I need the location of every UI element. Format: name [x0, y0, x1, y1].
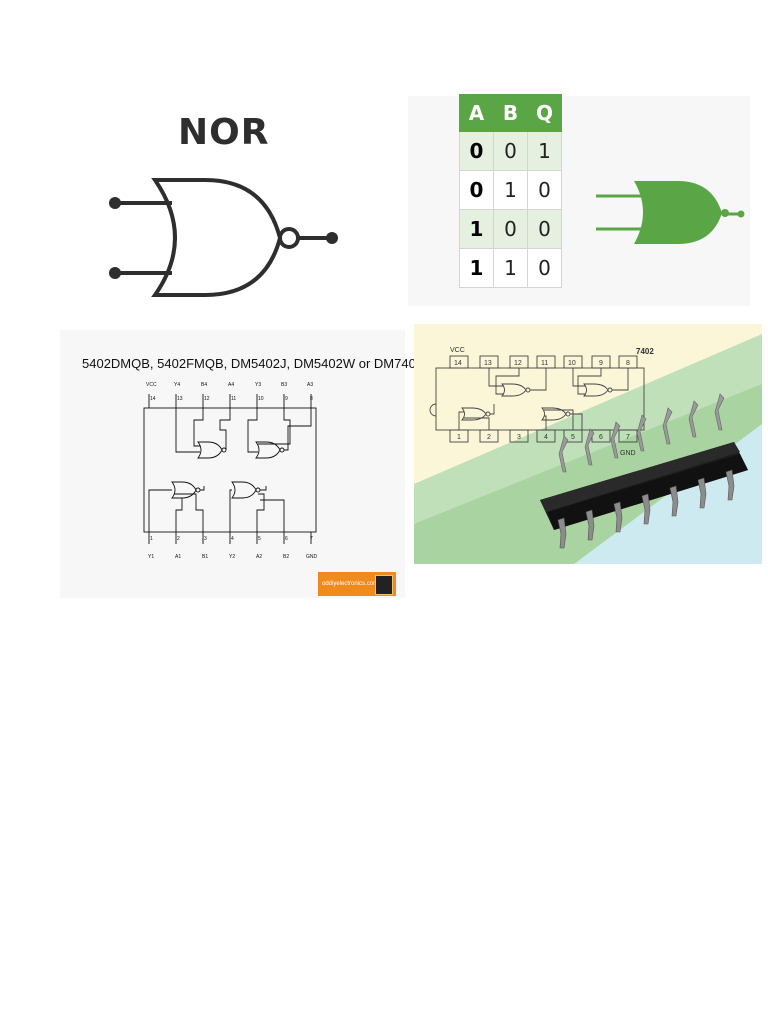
truth-table-row: 1 0 0 — [459, 209, 562, 249]
pin-number: 6 — [599, 434, 603, 441]
pin-label: A1 — [175, 554, 181, 560]
pin-number: 13 — [484, 360, 492, 367]
cell-a: 0 — [459, 170, 494, 210]
pinout-panel — [60, 330, 405, 598]
cell-b: 1 — [493, 170, 528, 210]
cell-a: 1 — [459, 248, 494, 288]
pin-label: B3 — [281, 382, 287, 388]
pin-number: 11 — [231, 396, 236, 402]
pin-number: 9 — [599, 360, 603, 367]
input-a-dot — [109, 197, 121, 209]
pin-number: 7 — [310, 536, 313, 542]
output-dot — [326, 232, 338, 244]
pin-label: A4 — [228, 382, 234, 388]
nor-title: NOR — [178, 112, 270, 153]
pin-number: 2 — [487, 434, 491, 441]
part-label: 7402 — [636, 347, 654, 356]
dip-chip — [540, 393, 748, 549]
nor-gate-symbol — [109, 178, 338, 297]
pin-label: Y4 — [174, 382, 180, 388]
pin-number: 5 — [571, 434, 575, 441]
pin-label: B2 — [283, 554, 289, 560]
gate-2 — [231, 481, 257, 499]
pinout-diagram: 14 13 12 11 10 9 8 VCC Y4 B4 A4 Y3 B3 A3… — [143, 382, 318, 560]
pin-number: 2 — [177, 536, 180, 542]
cell-q: 0 — [527, 170, 562, 210]
pin-label: A2 — [256, 554, 262, 560]
pin-number: 8 — [310, 396, 313, 402]
ic-7402-illustration: VCC 7402 GND 14 13 12 11 10 9 8 1 2 3 4 … — [414, 324, 762, 564]
pin-number: 5 — [258, 536, 261, 542]
pin-number: 13 — [177, 396, 183, 402]
pin-label: B1 — [202, 554, 208, 560]
truth-table-row: 0 1 0 — [459, 170, 562, 210]
pin-label: Y3 — [255, 382, 261, 388]
vcc-label: VCC — [450, 347, 465, 354]
gnd-label: GND — [620, 450, 636, 457]
badge-text: oddiyelectronics.com — [322, 581, 379, 587]
pin-number: 7 — [626, 434, 630, 441]
pinout-caption: 5402DMQB, 5402FMQB, DM5402J, DM5402W or … — [82, 356, 433, 371]
cell-a: 0 — [459, 131, 494, 171]
cell-q: 1 — [527, 131, 562, 171]
truth-table-row: 0 0 1 — [459, 131, 562, 171]
green-nor-gate-icon — [596, 181, 745, 244]
truth-table-row: 1 1 0 — [459, 248, 562, 288]
pin-number: 9 — [285, 396, 288, 402]
pin-number: 12 — [514, 360, 522, 367]
pin-label: A3 — [307, 382, 313, 388]
pin-number: 1 — [150, 536, 153, 542]
gate-4 — [197, 441, 223, 459]
pin-number: 10 — [258, 396, 264, 402]
pin-number: 14 — [150, 396, 156, 402]
cell-a: 1 — [459, 209, 494, 249]
cell-q: 0 — [527, 209, 562, 249]
truth-table-header-row: A B Q — [459, 94, 562, 132]
header-q: Q — [527, 94, 562, 132]
pin-number: 3 — [517, 434, 521, 441]
pin-label: VCC — [146, 382, 157, 388]
pin-label: B4 — [201, 382, 207, 388]
watermark-badge: oddiyelectronics.com — [318, 572, 396, 596]
gate-1 — [171, 481, 197, 499]
pin-number: 6 — [285, 536, 288, 542]
pin-number: 12 — [204, 396, 210, 402]
truth-table: A B Q 0 0 1 0 1 0 1 0 0 1 1 0 — [459, 94, 562, 288]
pin-number: 10 — [568, 360, 576, 367]
pin-number: 11 — [541, 360, 548, 367]
nor-gate-body — [151, 178, 283, 297]
pin-number: 8 — [626, 360, 630, 367]
pin-label: GND — [306, 554, 318, 560]
input-b-dot — [109, 267, 121, 279]
chip-icon — [375, 575, 393, 595]
ic-7402-photo: VCC 7402 GND 14 13 12 11 10 9 8 1 2 3 4 … — [414, 324, 762, 564]
pin-label: Y2 — [229, 554, 235, 560]
pin-label: Y1 — [148, 554, 154, 560]
pin-number: 3 — [204, 536, 207, 542]
cell-q: 0 — [527, 248, 562, 288]
cell-b: 1 — [493, 248, 528, 288]
pin-number: 14 — [454, 360, 462, 367]
cell-b: 0 — [493, 131, 528, 171]
cell-b: 0 — [493, 209, 528, 249]
gate-3 — [255, 441, 281, 459]
header-a: A — [459, 94, 494, 132]
pin-number: 4 — [231, 536, 234, 542]
header-b: B — [493, 94, 528, 132]
pin-number: 1 — [457, 434, 461, 441]
pin-number: 4 — [544, 434, 548, 441]
inverter-bubble — [278, 227, 300, 249]
